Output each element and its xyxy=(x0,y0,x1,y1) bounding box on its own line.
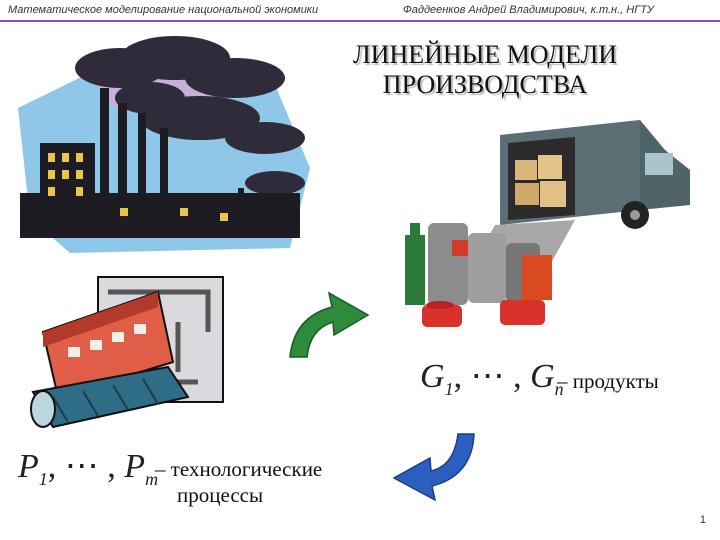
processes-last-symbol: P xyxy=(124,448,146,485)
processes-first-symbol: P xyxy=(18,448,39,485)
curved-arrow-blue xyxy=(392,433,475,502)
header-author: Фаддеенков Андрей Владимирович, к.т.н., … xyxy=(403,4,654,16)
slide-title: ЛИНЕЙНЫЕ МОДЕЛИ ПРОИЗВОДСТВА xyxy=(320,40,650,100)
processes-first-subscript: 1 xyxy=(38,468,48,489)
processes-caption-line1: – технологические xyxy=(155,457,323,481)
truck-barrels-illustration xyxy=(405,120,690,327)
products-ellipsis: , ⋯ , xyxy=(453,358,531,395)
processes-ellipsis: , ⋯ , xyxy=(47,448,125,485)
products-first-symbol: G xyxy=(420,358,445,395)
page-number: 1 xyxy=(699,514,706,526)
header-course-title: Математическое моделирование национально… xyxy=(8,4,319,16)
processes-caption-line2: процессы xyxy=(177,483,264,507)
factory-building-illustration xyxy=(30,276,224,429)
products-last-symbol: G xyxy=(530,358,555,395)
slide-title-line2: ПРОИЗВОДСТВА xyxy=(382,70,588,99)
products-caption: – продукты xyxy=(557,369,659,393)
factory-smoke-illustration xyxy=(18,36,310,253)
header-divider xyxy=(0,20,720,22)
processes-last-subscript: m xyxy=(145,468,159,489)
products-first-subscript: 1 xyxy=(444,378,454,399)
products-last-subscript: n xyxy=(554,378,564,399)
products-formula: G1, ⋯ , Gn xyxy=(420,356,564,400)
curved-arrow-green xyxy=(289,291,370,358)
processes-formula: P1, ⋯ , Pm xyxy=(18,446,158,490)
processes-caption: – технологические процессы xyxy=(155,456,322,508)
slide-title-line1: ЛИНЕЙНЫЕ МОДЕЛИ xyxy=(353,40,617,69)
